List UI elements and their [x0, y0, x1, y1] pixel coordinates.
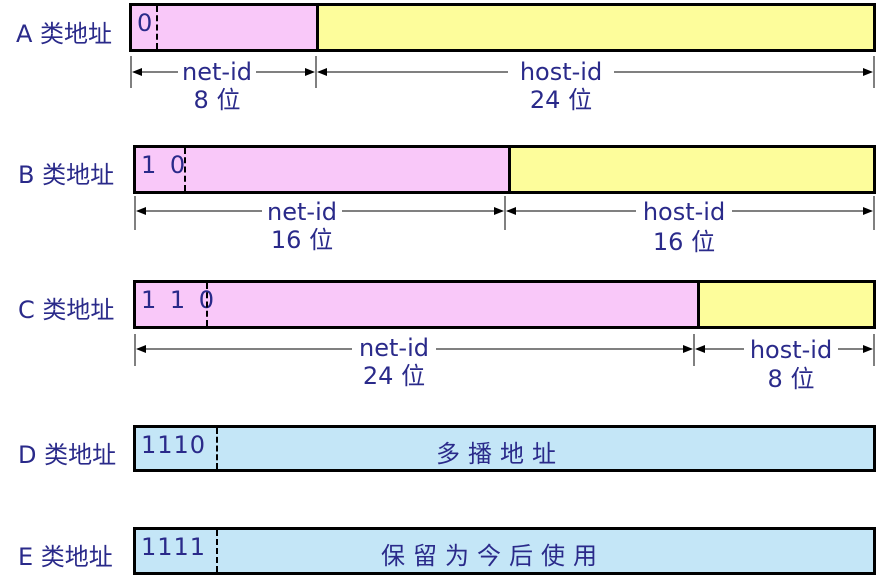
class-d-segment: 1110 多播地址 — [136, 428, 873, 469]
class-a-field: 0 — [129, 3, 876, 52]
class-c-host-label: host-id — [749, 336, 833, 364]
class-c-net-segment: 1 1 0 — [136, 283, 697, 326]
class-a-net-segment: 0 — [132, 6, 316, 49]
class-e-field: 1111 保留为今后使用 — [133, 527, 876, 575]
class-a-prefix-divider — [156, 6, 158, 49]
class-e-description: 保留为今后使用 — [381, 542, 605, 570]
class-a-prefix-bits: 0 — [137, 9, 156, 37]
class-a-label: A 类地址 — [16, 20, 113, 48]
class-c-prefix-bits: 1 1 0 — [141, 286, 218, 314]
class-d-description: 多播地址 — [436, 440, 564, 468]
class-b-net-label: net-id — [267, 198, 337, 226]
class-c-field: 1 1 0 — [133, 280, 876, 329]
class-a-host-label: host-id — [519, 58, 603, 86]
class-e-prefix-divider — [216, 530, 218, 572]
class-c-host-bits: 8 位 — [767, 365, 815, 393]
class-d-prefix-bits: 1110 — [141, 431, 207, 459]
class-b-host-bits: 16 位 — [652, 228, 716, 256]
class-a-net-label: net-id — [182, 58, 252, 86]
class-d-label: D 类地址 — [18, 441, 117, 469]
class-b-label: B 类地址 — [18, 161, 115, 189]
class-d-field: 1110 多播地址 — [133, 425, 876, 472]
class-b-net-segment: 1 0 — [136, 148, 508, 191]
class-d-prefix-divider — [216, 428, 218, 469]
class-b-net-bits: 16 位 — [270, 226, 334, 254]
class-b-host-label: host-id — [642, 198, 726, 226]
class-e-label: E 类地址 — [18, 543, 113, 571]
class-b-host-segment — [508, 148, 873, 191]
class-b-field: 1 0 — [133, 145, 876, 194]
class-e-segment: 1111 保留为今后使用 — [136, 530, 873, 572]
class-c-net-bits: 24 位 — [362, 362, 426, 390]
class-c-net-label: net-id — [359, 334, 429, 362]
class-a-net-bits: 8 位 — [193, 86, 241, 114]
class-c-host-segment — [697, 283, 873, 326]
class-c-prefix-divider — [206, 283, 208, 326]
class-a-host-bits: 24 位 — [529, 86, 593, 114]
class-e-prefix-bits: 1111 — [141, 533, 207, 561]
class-a-host-segment — [316, 6, 873, 49]
class-b-prefix-divider — [184, 148, 186, 191]
class-b-prefix-bits: 1 0 — [141, 151, 189, 179]
class-c-label: C 类地址 — [18, 296, 115, 324]
